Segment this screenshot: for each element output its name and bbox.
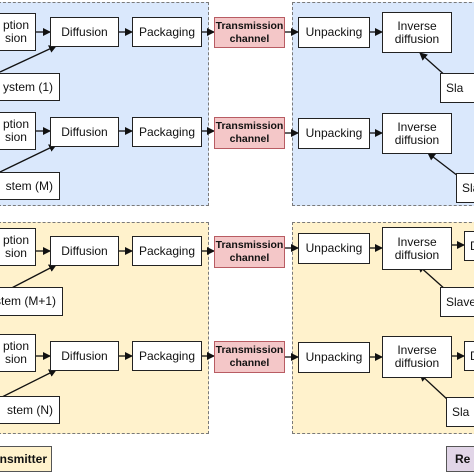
diffusion-box-4: Diffusion [50,341,119,371]
diffusion-box-1: Diffusion [50,17,119,47]
inverse-diffusion-box-2: Inverse diffusion [382,113,452,154]
arrow-slave-to-inverse-4 [419,373,449,401]
arrow-slave-to-inverse-2 [427,152,459,177]
chaotic-system-box-3: stem (M+1) [0,287,63,316]
diffusion-box-3: Diffusion [50,236,119,266]
receiver-legend: Re [446,446,474,472]
diffusion-box-2: Diffusion [50,117,119,147]
encryption-box-1: ption sion [0,13,36,51]
unpacking-box-1: Unpacking [298,17,370,48]
chaotic-system-box-1: ystem (1) [0,73,60,101]
unpacking-box-2: Unpacking [298,118,370,149]
slave-system-box-1: Sla [440,73,474,103]
transmission-channel-box-3: Transmission channel [214,236,285,268]
chaotic-system-box-2: stem (M) [0,172,60,200]
slave-system-box-4: Sla [446,397,474,427]
encryption-box-3: ption sion [0,228,36,266]
unpacking-box-4: Unpacking [298,342,370,373]
encryption-box-2: ption sion [0,112,36,150]
inverse-diffusion-box-4: Inverse diffusion [382,336,452,378]
slave-system-box-3: Slave [440,287,474,317]
transmission-channel-box-1: Transmission channel [214,17,285,48]
slave-system-box-2: Sla [456,173,474,203]
transmission-channel-box-4: Transmission channel [214,341,285,373]
packaging-box-3: Packaging [132,236,202,266]
inverse-diffusion-box-3: Inverse diffusion [382,227,452,270]
decryption-box-4: D [464,341,474,371]
transmission-channel-box-2: Transmission channel [214,117,285,149]
packaging-box-1: Packaging [132,17,202,47]
arrow-system-to-diffusion-2 [0,144,57,173]
decryption-box-3: D [464,231,474,261]
packaging-box-2: Packaging [132,117,202,147]
arrow-system-to-diffusion-1 [0,45,57,73]
inverse-diffusion-box-1: Inverse diffusion [382,12,452,53]
unpacking-box-3: Unpacking [298,233,370,264]
encryption-box-4: ption sion [0,334,36,372]
chaotic-system-box-4: stem (N) [0,396,60,424]
arrow-system-to-diffusion-4 [0,369,57,399]
packaging-box-4: Packaging [132,341,202,371]
